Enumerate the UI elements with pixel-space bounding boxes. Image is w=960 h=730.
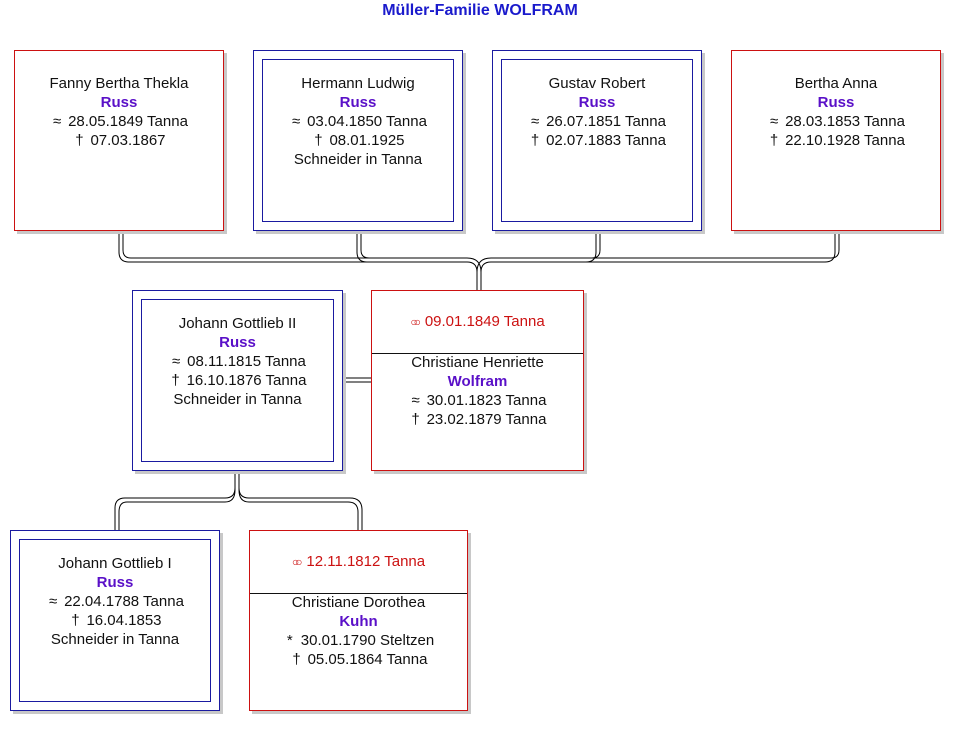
inner-frame	[262, 59, 454, 222]
surname: Russ	[817, 94, 855, 111]
given-name: Bertha Anna	[794, 75, 878, 92]
baptism-line: ≈22.04.1788 Tanna	[11, 592, 219, 611]
baptism-line: ≈08.11.1815 Tanna	[133, 352, 342, 371]
marriage-rings-icon: ○○	[291, 555, 302, 569]
death-line: †05.05.1864 Tanna	[250, 650, 467, 669]
marriage-line: ○○ 09.01.1849 Tanna	[372, 313, 583, 330]
person-card-gustav[interactable]: Gustav Robert Russ ≈26.07.1851 Tanna †02…	[492, 50, 702, 231]
baptism-line: ≈30.01.1823 Tanna	[372, 391, 583, 410]
diagram-title: Müller-Familie WOLFRAM	[382, 2, 578, 19]
death-icon: †	[292, 651, 301, 668]
divider	[372, 353, 583, 354]
death-line: †16.10.1876 Tanna	[133, 371, 342, 390]
death-icon: †	[71, 612, 80, 629]
surname: Kuhn	[339, 613, 378, 630]
death-icon: †	[314, 132, 323, 149]
marriage-date: 09.01.1849 Tanna	[424, 313, 545, 330]
given-name: Christiane Dorothea	[291, 594, 426, 611]
person-card-christiane-henriette[interactable]: ○○09.01.1849 Tanna Christiane Henriette …	[371, 290, 584, 471]
occupation: Schneider in Tanna	[173, 391, 302, 408]
baptism-icon: ≈	[530, 113, 540, 130]
baptism-icon: ≈	[291, 113, 301, 130]
baptism-line: ≈03.04.1850 Tanna	[254, 112, 462, 131]
death-icon: †	[769, 132, 779, 149]
given-name: Hermann Ludwig	[301, 75, 415, 92]
inner-frame	[501, 59, 693, 222]
death-line: †16.04.1853	[11, 611, 219, 630]
person-card-christiane-dorothea[interactable]: ○○ 12.11.1812 Tanna Christiane Dorothea K…	[249, 530, 468, 711]
surname: Russ	[339, 94, 377, 111]
baptism-line: ≈28.03.1853 Tanna	[732, 112, 940, 131]
person-card-hermann[interactable]: Hermann Ludwig Russ ≈03.04.1850 Tanna †0…	[253, 50, 463, 231]
death-icon: †	[530, 132, 540, 149]
divider	[250, 593, 467, 594]
birth-line: *30.01.1790 Steltzen	[250, 631, 467, 650]
given-name: Fanny Bertha Thekla	[49, 75, 189, 92]
baptism-icon: ≈	[769, 113, 779, 130]
death-line: †02.07.1883 Tanna	[493, 131, 701, 150]
marriage-date: 12.11.1812 Tanna	[306, 553, 426, 570]
surname: Russ	[578, 94, 616, 111]
death-line: †23.02.1879 Tanna	[372, 410, 583, 429]
given-name: Johann Gottlieb II	[178, 315, 297, 332]
surname: Russ	[100, 94, 138, 111]
inner-frame	[141, 299, 334, 462]
baptism-line: ≈28.05.1849 Tanna	[15, 112, 223, 131]
baptism-icon: ≈	[48, 593, 58, 610]
marriage-rings-icon: ○○	[410, 315, 420, 329]
birth-icon: *	[286, 632, 293, 649]
surname: Russ	[219, 334, 256, 351]
person-card-fanny[interactable]: Fanny Bertha Thekla Russ ≈28.05.1849 Tan…	[14, 50, 224, 231]
inner-frame	[19, 539, 211, 702]
baptism-icon: ≈	[411, 392, 420, 409]
death-line: †22.10.1928 Tanna	[732, 131, 940, 150]
baptism-icon: ≈	[52, 113, 62, 130]
occupation: Schneider in Tanna	[50, 631, 180, 648]
death-icon: †	[411, 411, 420, 428]
death-line: †08.01.1925	[254, 131, 462, 150]
given-name: Gustav Robert	[548, 75, 646, 92]
baptism-line: ≈26.07.1851 Tanna	[493, 112, 701, 131]
occupation: Schneider in Tanna	[293, 151, 423, 168]
baptism-icon: ≈	[172, 353, 181, 370]
death-icon: †	[171, 372, 180, 389]
given-name: Johann Gottlieb I	[58, 555, 172, 572]
surname: Wolfram	[447, 373, 508, 390]
marriage-line: ○○ 12.11.1812 Tanna	[250, 553, 467, 570]
person-card-johann-gottlieb-ii[interactable]: Johann Gottlieb II Russ ≈08.11.1815 Tann…	[132, 290, 343, 471]
given-name: Christiane Henriette	[411, 354, 544, 371]
death-line: †07.03.1867	[15, 131, 223, 150]
surname: Russ	[96, 574, 134, 591]
death-icon: †	[75, 132, 84, 149]
person-card-johann-gottlieb-i[interactable]: Johann Gottlieb I Russ ≈22.04.1788 Tanna…	[10, 530, 220, 711]
person-card-bertha[interactable]: Bertha Anna Russ ≈28.03.1853 Tanna †22.1…	[731, 50, 941, 231]
